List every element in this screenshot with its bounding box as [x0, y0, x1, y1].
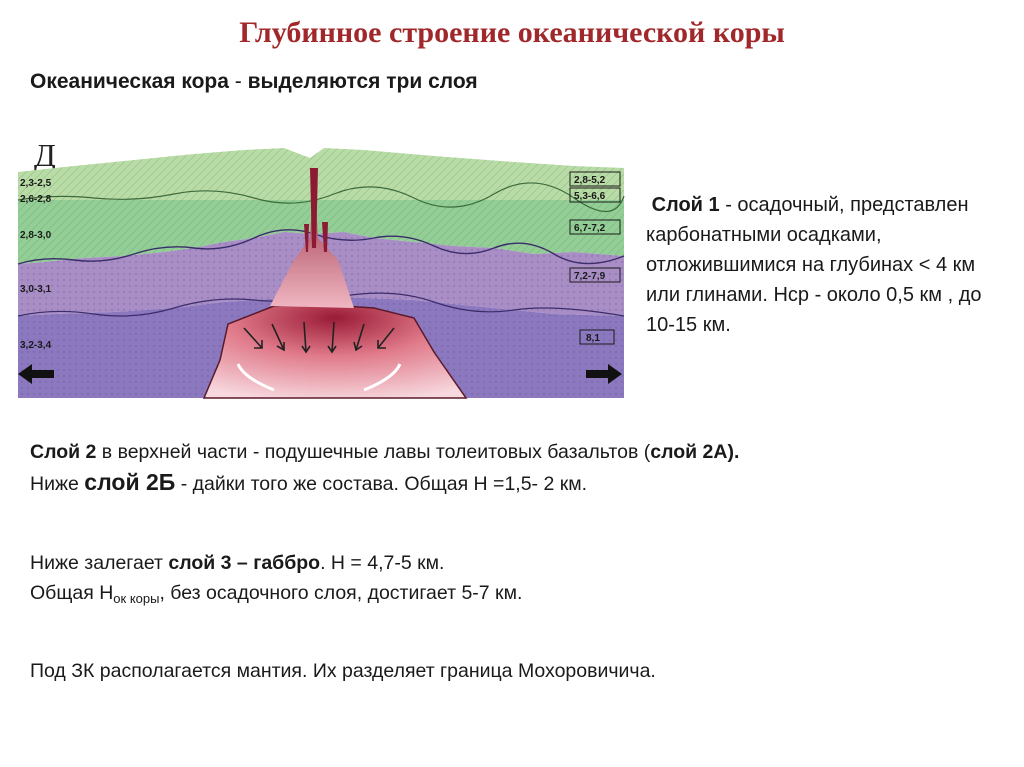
total-thickness-text: , без осадочного слоя, достигает 5-7 км.: [159, 582, 523, 604]
layer-1-description: Слой 1 - осадочный, представлен карбонат…: [646, 190, 1006, 340]
mantle-description: Под ЗК располагается мантия. Их разделяе…: [30, 660, 656, 682]
left-label-2: 2,6-2,8: [20, 194, 52, 205]
layer-2b-text: - дайки того же состава. Общая Н =1,5- 2…: [175, 473, 588, 495]
layer-3-term: слой 3 – габбро: [168, 552, 321, 574]
layer-3-lead: Ниже залегает: [30, 552, 169, 574]
layer-2-closing: ).: [727, 441, 740, 463]
left-spreading-arrow: [18, 364, 54, 384]
subtitle-rest: выделяются три слоя: [247, 70, 478, 93]
layer-2-term: Слой 2: [30, 441, 97, 463]
layer-2-description: Слой 2 в верхней части - подушечные лавы…: [30, 437, 739, 499]
subtitle-term: Океаническая кора: [30, 70, 229, 93]
layer-1-text: - осадочный, представлен карбонатными ос…: [646, 194, 982, 336]
right-label-1: 2,8-5,2: [574, 175, 606, 186]
subtitle-dash: -: [228, 70, 248, 93]
convection-arrows: [236, 321, 402, 392]
layer-3-thickness: . Н = 4,7-5 км.: [320, 552, 445, 574]
total-thickness-subscript: ок коры: [113, 591, 160, 606]
layer-1-term: Слой 1: [651, 194, 720, 216]
left-label-1: 2,3-2,5: [20, 178, 52, 189]
left-label-3: 2,8-3,0: [20, 230, 52, 241]
right-label-2: 5,3-6,6: [574, 191, 606, 202]
total-thickness-lead: Общая Н: [30, 582, 114, 604]
right-label-5: 8,1: [586, 333, 600, 344]
left-label-4: 3,0-3,1: [20, 284, 52, 295]
crust-cross-section-figure: Д: [14, 128, 626, 400]
slide-title: Глубинное строение океанической коры: [239, 16, 785, 49]
right-label-4: 7,2-7,9: [574, 271, 606, 282]
layer-2-text: в верхней части - подушечные лавы толеит…: [96, 441, 651, 463]
right-label-3: 6,7-7,2: [574, 223, 606, 234]
layer-2a-term: слой 2А: [650, 441, 728, 463]
slide-subtitle: Океаническая кора - выделяются три слоя: [30, 70, 478, 94]
cross-section-diagram: Д: [17, 137, 625, 399]
layer-2b-term: слой 2Б: [84, 469, 176, 495]
left-label-5: 3,2-3,4: [20, 340, 52, 351]
figure-letter: Д: [34, 137, 56, 173]
layer-3-description: Ниже залегает слой 3 – габбро. Н = 4,7-5…: [30, 548, 522, 614]
right-spreading-arrow: [586, 364, 622, 384]
layer-2b-lead: Ниже: [30, 473, 85, 495]
